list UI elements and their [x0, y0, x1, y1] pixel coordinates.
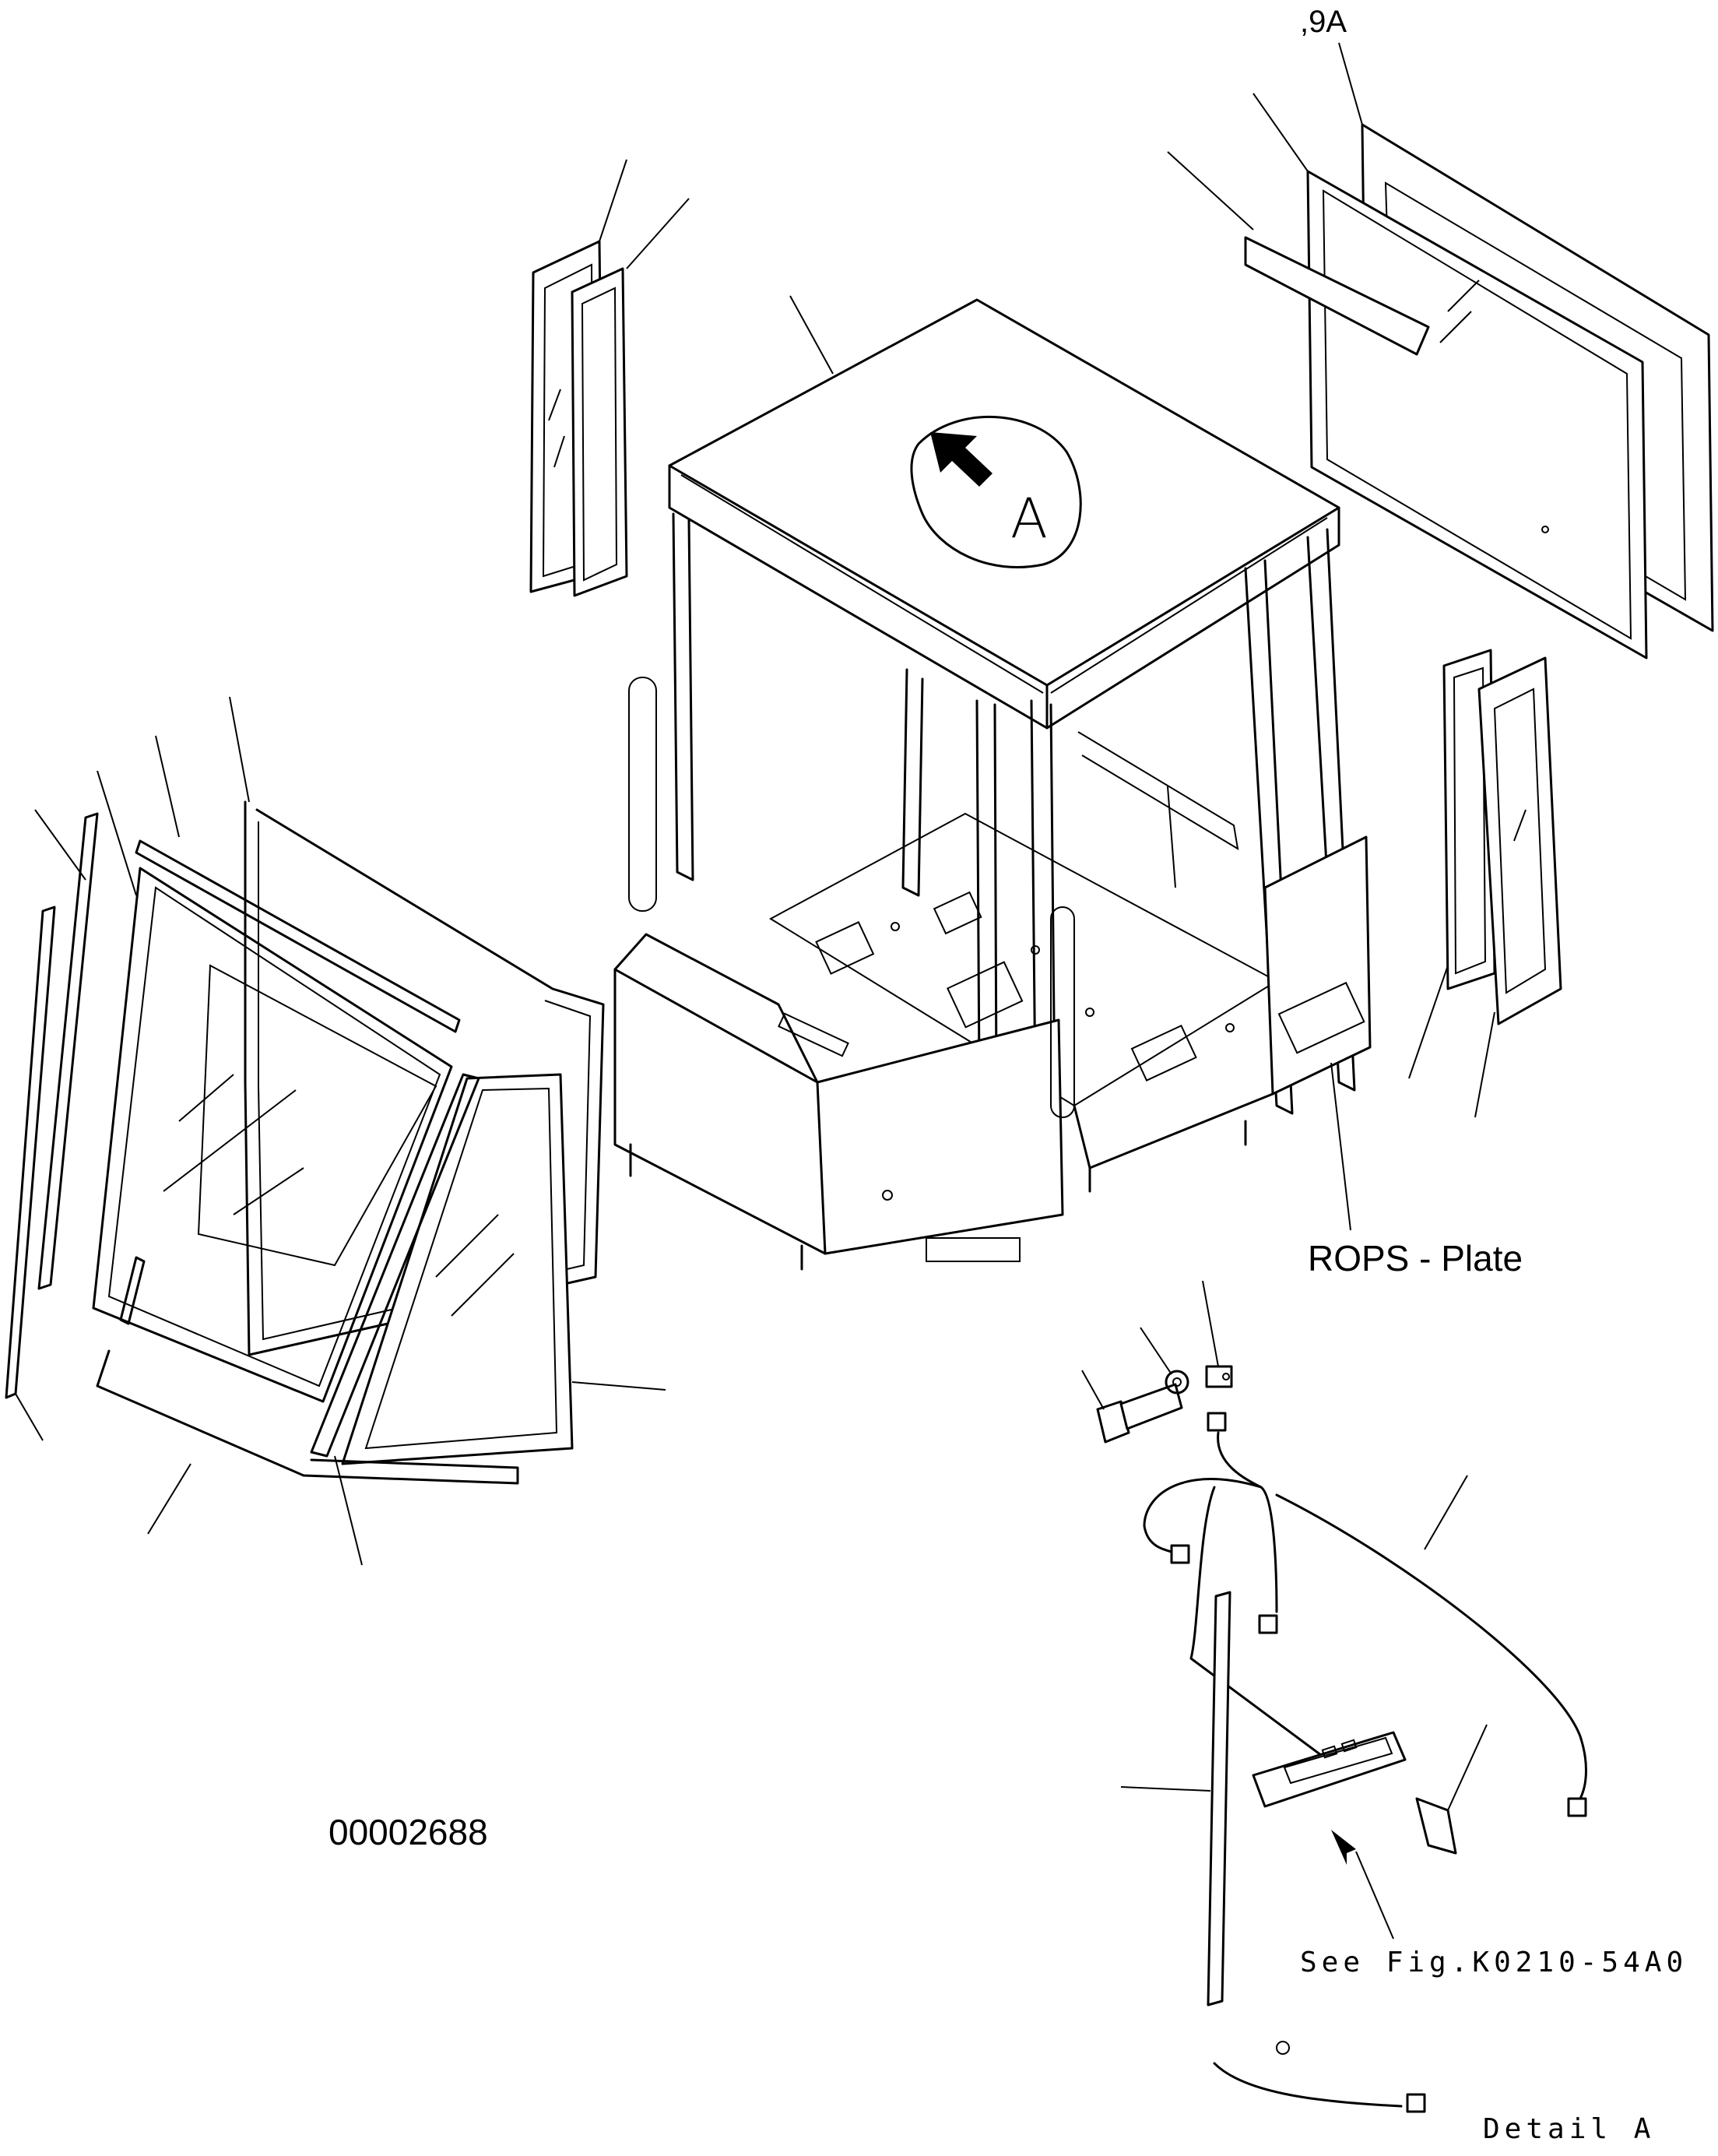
- rops-plate: [1277, 981, 1365, 1054]
- label-rops-plate: ROPS - Plate: [1308, 1238, 1523, 1278]
- rear-right-panel: [1263, 835, 1372, 1096]
- drawing-number: 00002688: [328, 1812, 488, 1852]
- cab-left-front-pillar: [672, 512, 694, 881]
- right-side-glass: [1477, 656, 1562, 1025]
- wiring-harness: [1143, 1431, 1587, 2108]
- rear-window: [1244, 123, 1714, 659]
- front-window-group: [5, 800, 605, 1485]
- see-fig-arrow: [1331, 1830, 1356, 1865]
- view-marker-letter: A: [1010, 487, 1048, 550]
- relay: [1205, 1365, 1233, 1388]
- view-a-arrow: [930, 432, 993, 487]
- trim-strip: [1207, 1591, 1231, 2007]
- rear-wiper-bar: [1244, 236, 1430, 356]
- label-see-fig: See Fig.K0210-54A0: [1300, 1947, 1688, 1978]
- front-window-frame: [244, 800, 605, 1356]
- left-grab-handle: [628, 677, 657, 912]
- cab-assembly: [613, 298, 1372, 1271]
- detail-a-wiring: [1096, 1365, 1587, 2113]
- right-side-window: [1442, 649, 1562, 1025]
- label-detail-a: Detail A: [1483, 2113, 1656, 2145]
- rear-window-seal: [1306, 170, 1648, 659]
- upper-left-window: [529, 240, 628, 597]
- rocker-switch: [1415, 1797, 1457, 1855]
- right-grab-handle: [1050, 906, 1075, 1118]
- washer: [1165, 1370, 1189, 1395]
- cab-right-pillar: [1244, 559, 1294, 1115]
- cab-center-pillar: [975, 699, 998, 1088]
- leader-lines: [15, 42, 1495, 1940]
- cab-roof: [668, 298, 1340, 687]
- door-glass: [341, 1073, 574, 1465]
- view-a-bubble: [910, 416, 1082, 568]
- label-part-9a: ,9A: [1300, 5, 1347, 39]
- upper-left-window-seal: [571, 267, 628, 597]
- bolt: [1096, 1383, 1183, 1444]
- switch-panel: [1252, 1731, 1407, 1808]
- front-glass: [92, 867, 453, 1403]
